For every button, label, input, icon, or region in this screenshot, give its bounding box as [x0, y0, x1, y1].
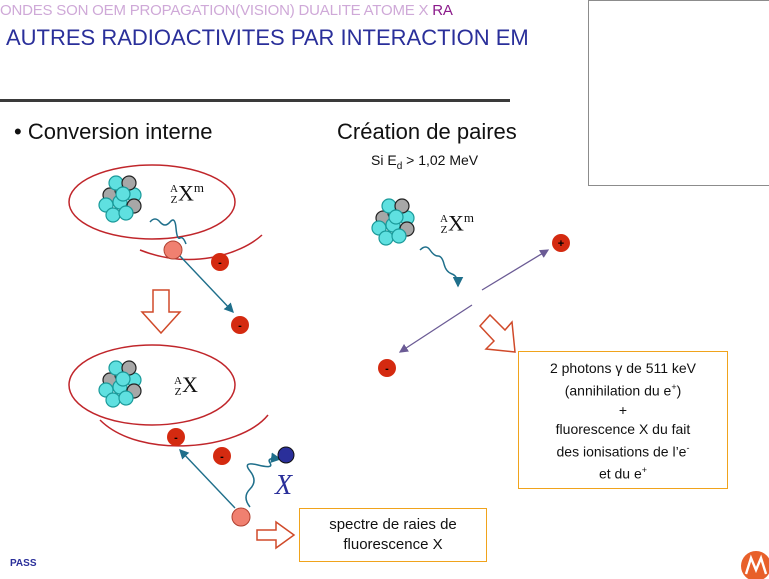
metastable-state: m	[193, 180, 204, 195]
ejected-electron-charge: -	[238, 320, 242, 332]
mass-number: A	[440, 213, 448, 226]
pair-creation-title: Création de paires	[337, 119, 517, 144]
electron-top-charge: -	[218, 257, 222, 269]
annihilation-box: 2 photons γ de 511 keV (annihilation du …	[518, 351, 728, 489]
orbit-outer-top	[139, 234, 263, 261]
down-arrow-icon	[140, 289, 182, 335]
annihilation-line6: et du e+	[519, 461, 727, 484]
line5-sup: -	[686, 442, 690, 453]
nuclide-symbol: X	[181, 372, 198, 397]
nucleus-right	[371, 198, 415, 246]
transition-arrow	[179, 448, 236, 509]
photon-x-icon	[277, 446, 295, 464]
annihilation-line5: des ionisations de l’e-	[519, 439, 727, 462]
metastable-state: m	[463, 210, 474, 225]
title-underline	[0, 99, 510, 102]
condition-sub: d	[396, 160, 403, 172]
energy-condition: Si Ed > 1,02 MeV	[371, 152, 478, 172]
line6-sup: +	[641, 465, 648, 476]
corner-box	[588, 0, 769, 186]
bullet-conversion-text: Conversion interne	[27, 119, 213, 144]
spectre-line1: spectre de raies de	[329, 516, 457, 533]
pair-electron-charge: -	[385, 363, 389, 375]
orbit-inner-top	[68, 164, 236, 240]
line2-prefix: (annihilation du e	[564, 382, 672, 399]
breadcrumb: ONDES SON OEM PROPAGATION(VISION) DUALIT…	[0, 2, 453, 19]
spectre-line2: fluorescence X	[343, 536, 443, 553]
university-logo	[741, 551, 769, 579]
positron-charge: +	[558, 238, 564, 250]
slide-title: AUTRES RADIOACTIVITES PAR INTERACTION EM	[6, 25, 529, 50]
annihilation-line3: +	[618, 401, 628, 418]
vacancy-top	[163, 240, 183, 260]
orbit-inner-bottom	[68, 344, 236, 426]
mass-number: A	[174, 374, 182, 387]
fluorescence-wave	[245, 452, 282, 508]
electron-bottom-a	[167, 428, 185, 446]
spectre-box: spectre de raies de fluorescence X	[299, 508, 487, 562]
vacancy-bottom	[231, 507, 251, 527]
electron-path	[398, 304, 473, 353]
annihilation-line2: (annihilation du e+)	[519, 378, 727, 401]
line5-prefix: des ionisations de l’e	[556, 443, 687, 460]
gamma-wave-top	[149, 218, 187, 245]
atomic-number: Z	[170, 194, 178, 207]
condition-suffix: > 1,02 MeV	[402, 152, 479, 168]
ejected-electron	[231, 316, 249, 334]
line2-sup: +	[671, 382, 677, 392]
nuclide-symbol: X	[447, 210, 464, 236]
orbit-outer-bottom	[99, 414, 269, 447]
nucleus-top	[98, 175, 142, 223]
atomic-number: Z	[440, 224, 448, 237]
right-arrow-icon	[256, 520, 296, 550]
footer-label: PASS	[10, 558, 37, 569]
electron-bottom-a-charge: -	[174, 432, 178, 444]
electron-top	[211, 253, 229, 271]
ejection-arrow	[179, 255, 234, 314]
gamma-wave-right	[419, 246, 464, 288]
electron-bottom-b	[213, 447, 231, 465]
electron-bottom-b-charge: -	[220, 451, 224, 463]
nucleus-bottom	[98, 360, 142, 408]
line2-suffix: )	[676, 382, 682, 399]
atomic-number: Z	[174, 385, 182, 398]
diagonal-arrow-icon	[478, 313, 516, 353]
x-ray-label: X	[275, 470, 293, 501]
nuclide-symbol: X	[177, 180, 194, 206]
annihilation-line1: 2 photons γ de 511 keV	[549, 360, 697, 376]
condition-prefix: Si E	[371, 152, 397, 168]
line6-prefix: et du e	[598, 465, 642, 482]
breadcrumb-highlight: RA	[432, 2, 453, 19]
pair-electron	[378, 359, 396, 377]
bullet-conversion: • Conversion interne	[14, 119, 213, 144]
breadcrumb-text: ONDES SON OEM PROPAGATION(VISION) DUALIT…	[0, 2, 433, 19]
annihilation-line4: fluorescence X du fait	[555, 420, 691, 437]
positron-path	[481, 249, 550, 291]
mass-number: A	[170, 183, 178, 196]
positron	[552, 234, 570, 252]
